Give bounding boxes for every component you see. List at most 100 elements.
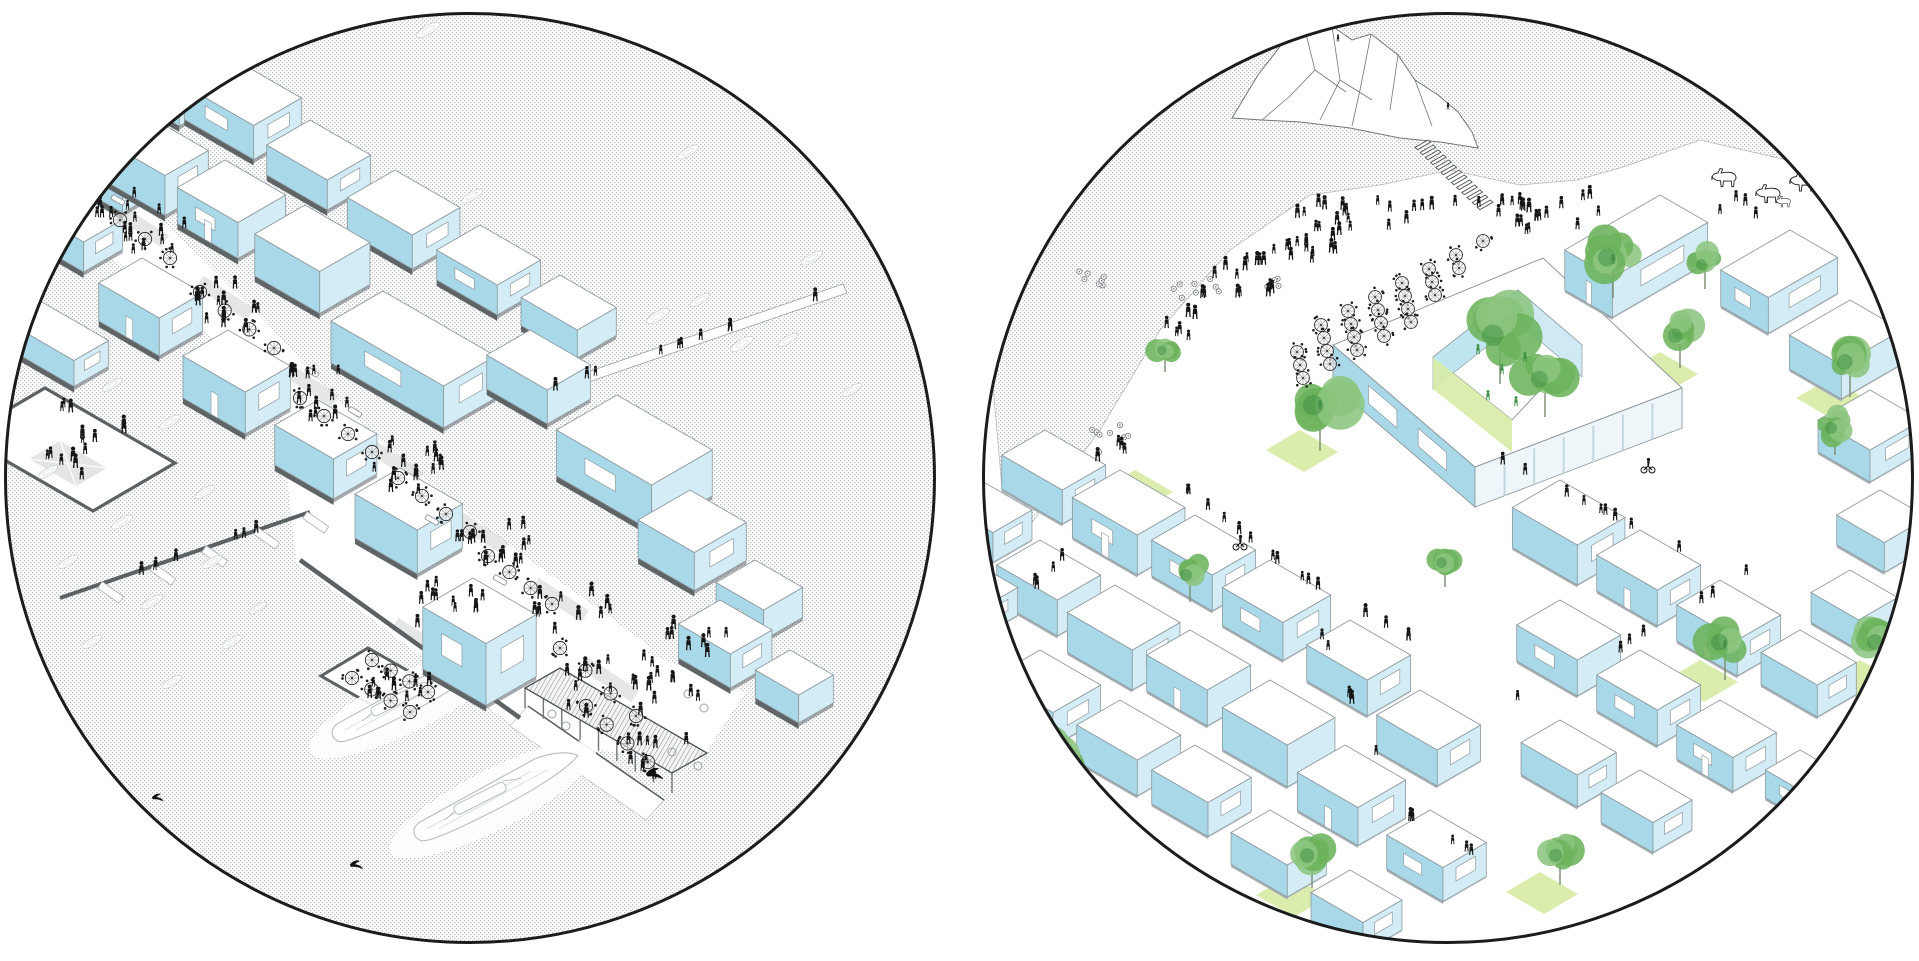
person-figure xyxy=(425,445,430,456)
parasol-table xyxy=(338,423,359,442)
flower-icon xyxy=(1207,276,1214,283)
person-figure xyxy=(1450,834,1455,845)
parasol-table xyxy=(435,503,454,524)
person-figure xyxy=(1518,214,1524,227)
isometric-building xyxy=(637,489,748,597)
tree-canopy xyxy=(1178,553,1209,602)
person-figure xyxy=(483,550,489,565)
person-figure xyxy=(1375,195,1380,205)
person-figure xyxy=(434,575,439,587)
person-figure xyxy=(243,317,249,333)
person-figure xyxy=(123,231,128,242)
person-figure xyxy=(1523,462,1528,475)
person-figure xyxy=(1306,572,1311,585)
person-figure xyxy=(170,242,174,253)
lawn-patch xyxy=(1266,430,1338,472)
person-figure xyxy=(387,439,392,453)
tree-canopy xyxy=(1831,335,1871,397)
person-figure xyxy=(704,642,710,658)
person-figure xyxy=(1612,507,1618,521)
small-boat xyxy=(151,54,173,70)
flower-icon xyxy=(1107,429,1114,436)
person-figure xyxy=(1446,102,1450,110)
parasol-table xyxy=(544,594,560,615)
parasol-table xyxy=(1296,368,1312,388)
person-figure xyxy=(1515,689,1520,701)
bench xyxy=(110,194,126,206)
tree-canopy xyxy=(1686,241,1722,289)
isometric-building xyxy=(253,204,371,320)
person-figure xyxy=(173,548,179,562)
person-figure xyxy=(1710,585,1715,598)
person-figure xyxy=(313,406,318,418)
flower-icon xyxy=(1125,432,1132,439)
vignette-circle-outline xyxy=(4,12,936,944)
person-figure xyxy=(1185,302,1191,317)
isometric-building xyxy=(1515,599,1622,699)
person-figure xyxy=(121,419,127,434)
person-figure xyxy=(413,674,418,688)
flower-icon xyxy=(1275,282,1282,289)
tree-canopy xyxy=(1294,375,1365,451)
person-figure xyxy=(1514,213,1520,227)
person-figure xyxy=(141,237,146,251)
parasol-table xyxy=(596,714,614,735)
parasol-table xyxy=(381,690,398,710)
person-figure xyxy=(1575,217,1580,230)
isometric-building xyxy=(1595,529,1702,629)
person-figure xyxy=(606,654,610,664)
person-figure xyxy=(1294,203,1301,218)
bird-icon xyxy=(152,793,164,802)
parasol-table xyxy=(1377,325,1395,346)
person-figure xyxy=(700,633,706,648)
person-figure xyxy=(232,275,238,289)
parasol-table xyxy=(109,210,128,230)
quay-edge xyxy=(527,705,665,801)
tree-canopy xyxy=(1508,353,1580,417)
ground-rosette xyxy=(699,703,709,713)
person-figure xyxy=(812,287,818,302)
parasol-table xyxy=(551,637,568,658)
person-figure xyxy=(1500,364,1504,375)
horse-icon xyxy=(1711,167,1737,188)
crowd-layer xyxy=(1032,184,1769,856)
person-figure xyxy=(698,328,703,341)
tree-canopy xyxy=(1817,404,1853,455)
person-figure xyxy=(1641,624,1646,637)
person-figure xyxy=(1469,843,1474,856)
parasol-table xyxy=(263,340,285,356)
person-figure xyxy=(1374,744,1378,756)
person-figure xyxy=(1743,193,1748,206)
person-figure xyxy=(92,428,98,443)
person-figure xyxy=(1406,627,1411,641)
person-figure xyxy=(1544,205,1549,218)
person-figure xyxy=(1313,219,1319,232)
person-figure xyxy=(1235,268,1239,279)
isometric-building xyxy=(182,329,292,440)
person-figure xyxy=(593,365,598,376)
person-figure xyxy=(1059,547,1065,561)
person-figure xyxy=(637,731,643,746)
person-figure xyxy=(604,593,610,609)
person-figure xyxy=(375,686,380,698)
parasol-table xyxy=(364,649,381,671)
person-figure xyxy=(200,286,205,298)
person-figure xyxy=(1334,210,1340,225)
flower-icon xyxy=(1212,283,1219,290)
ground-rosette xyxy=(561,721,571,731)
person-figure xyxy=(1288,246,1294,260)
person-figure xyxy=(251,299,257,313)
person-figure xyxy=(1164,315,1169,329)
flower-icon xyxy=(1178,294,1185,301)
isometric-building xyxy=(435,224,542,321)
isometric-building xyxy=(421,577,538,712)
person-figure xyxy=(564,662,570,676)
person-figure xyxy=(1520,197,1526,211)
person-figure xyxy=(1559,195,1564,209)
person-figure xyxy=(566,698,571,711)
person-figure xyxy=(588,581,595,597)
person-figure xyxy=(1411,199,1417,212)
person-figure xyxy=(415,613,420,628)
person-figure xyxy=(1261,251,1267,265)
parasol-table xyxy=(398,671,419,691)
